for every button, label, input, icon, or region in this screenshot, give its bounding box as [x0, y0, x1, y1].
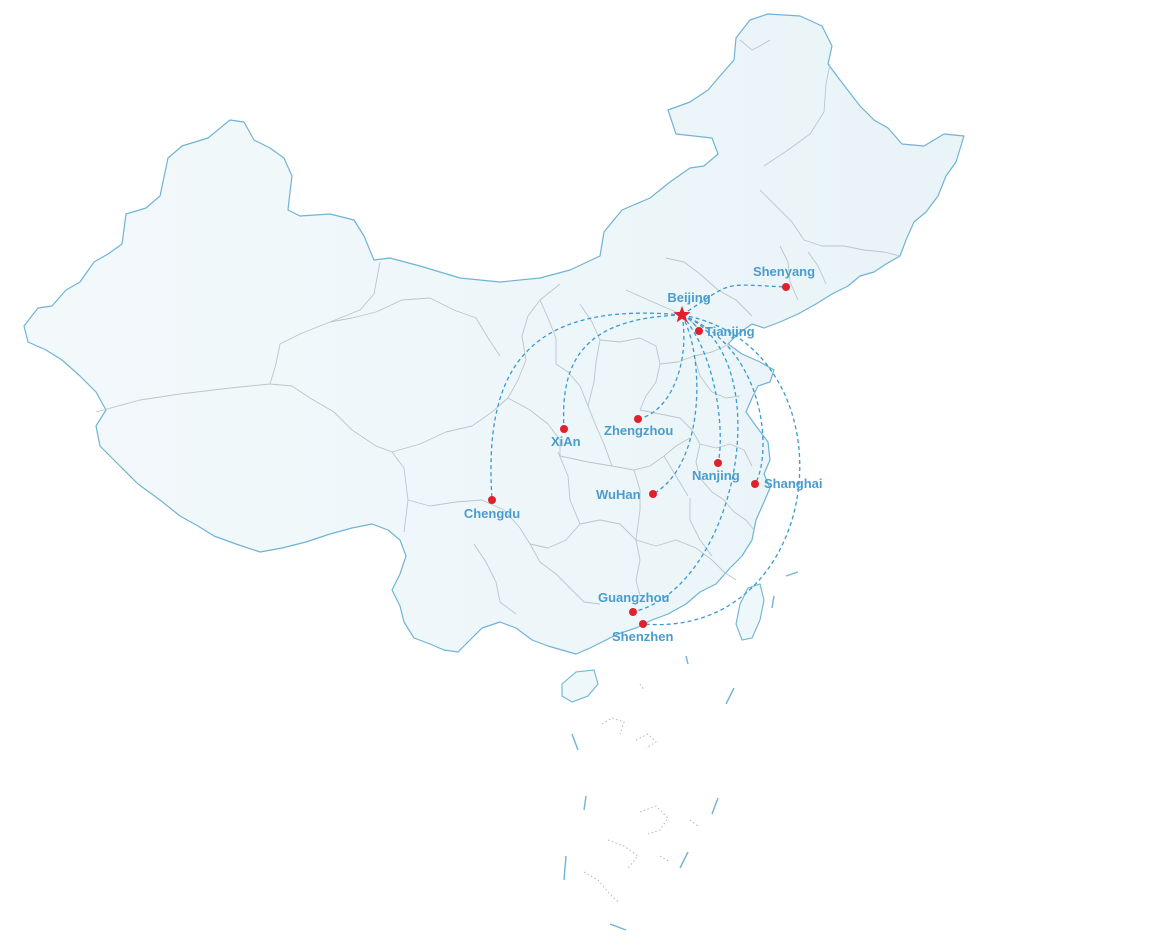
- route-beijing-zhengzhou: [637, 314, 685, 420]
- city-label-chengdu: Chengdu: [464, 506, 520, 521]
- hainan-island: [561, 669, 599, 703]
- city-label-xian: XiAn: [551, 434, 581, 449]
- province-boundaries: [95, 39, 901, 615]
- route-beijing-chengdu: [490, 312, 683, 501]
- mainland-outline: [23, 13, 965, 655]
- city-marker-nanjing[interactable]: [714, 459, 722, 467]
- south-sea-dashes: [563, 571, 799, 931]
- taiwan-island: [735, 583, 765, 641]
- city-label-shenzhen: Shenzhen: [612, 629, 673, 644]
- city-marker-chengdu[interactable]: [488, 496, 496, 504]
- star-icon[interactable]: [673, 306, 691, 323]
- city-label-guangzhou: Guangzhou: [598, 590, 670, 605]
- city-label-zhengzhou: Zhengzhou: [604, 423, 673, 438]
- route-beijing-shenyang: [681, 284, 787, 316]
- city-marker-zhengzhou[interactable]: [634, 415, 642, 423]
- city-label-shenyang: Shenyang: [753, 264, 815, 279]
- city-label-nanjing: Nanjing: [692, 468, 740, 483]
- route-beijing-xian: [562, 314, 683, 430]
- city-marker-xian[interactable]: [560, 425, 568, 433]
- city-labels: ShenyangTianjingZhengzhouXiAnNanjingShan…: [464, 264, 823, 644]
- city-label-shanghai: Shanghai: [764, 476, 823, 491]
- city-label-beijing: Beijing: [667, 290, 710, 305]
- city-marker-shenyang[interactable]: [782, 283, 790, 291]
- city-marker-guangzhou[interactable]: [629, 608, 637, 616]
- city-marker-wuhan[interactable]: [649, 490, 657, 498]
- city-marker-tianjing[interactable]: [695, 327, 703, 335]
- city-label-tianjing: Tianjing: [705, 324, 755, 339]
- city-label-wuhan: WuHan: [596, 487, 641, 502]
- city-marker-shanghai[interactable]: [751, 480, 759, 488]
- city-marker-shenzhen[interactable]: [639, 620, 647, 628]
- route-beijing-wuhan: [652, 314, 698, 495]
- city-markers: [488, 283, 790, 628]
